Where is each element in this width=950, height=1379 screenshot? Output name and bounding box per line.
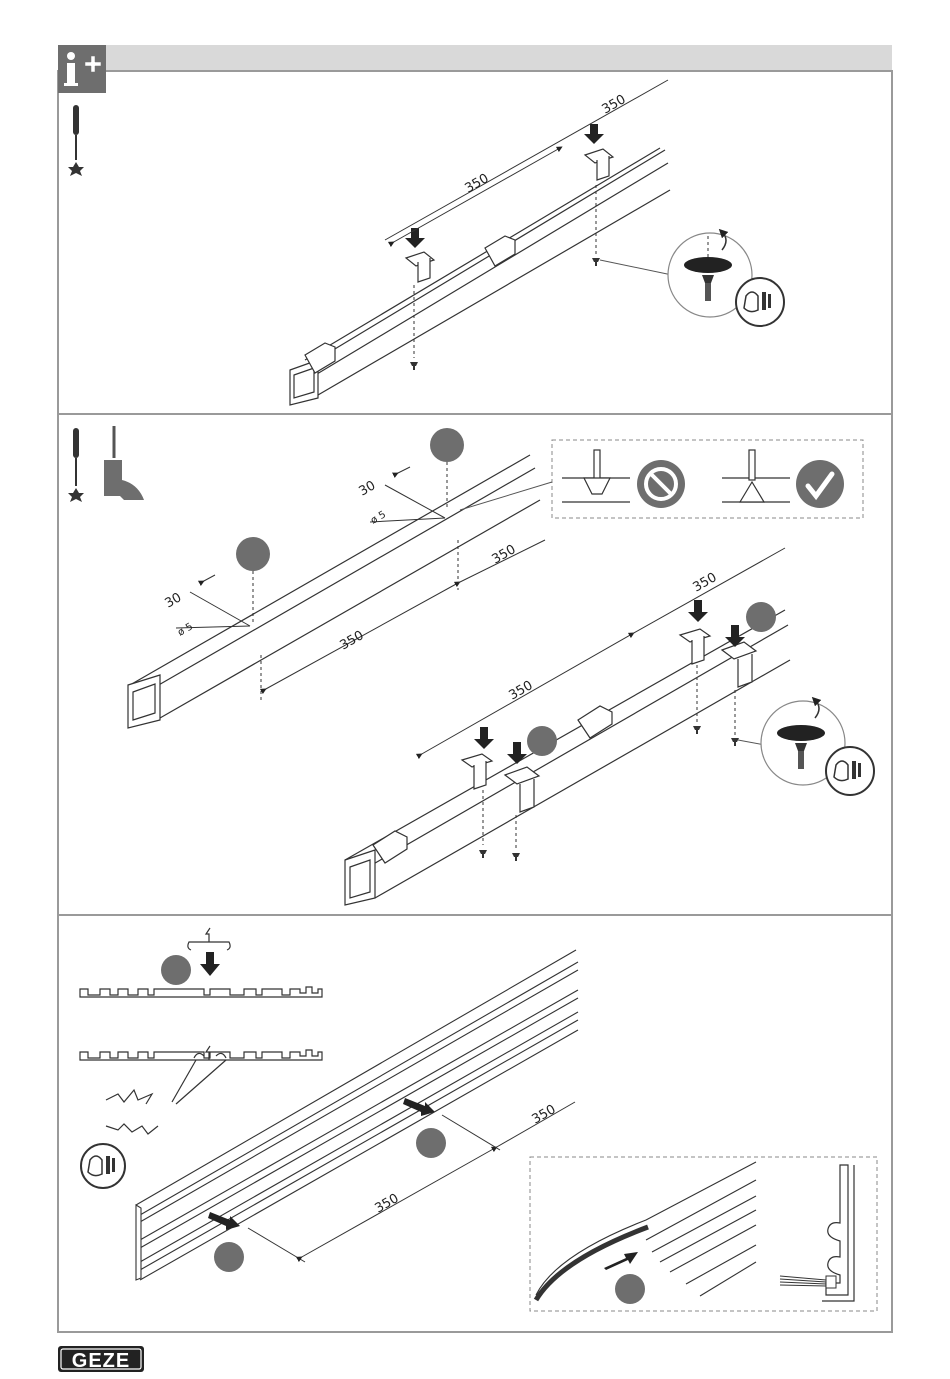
dim-label: 350 xyxy=(373,1191,402,1216)
dim-label: 350 xyxy=(490,542,519,567)
dim-label: ø 5 xyxy=(369,509,388,526)
dim-label: 350 xyxy=(463,171,492,196)
checkmark-icon xyxy=(796,460,844,508)
dim-label: ø 5 xyxy=(176,621,195,638)
outer-frame xyxy=(58,71,892,1332)
dimension-lines-2 xyxy=(176,467,545,690)
brand-logo: GEZE xyxy=(58,1346,144,1372)
dimension-lines-4 xyxy=(248,1102,575,1262)
dim-label: 350 xyxy=(691,570,720,595)
screw-icon xyxy=(410,258,600,370)
track-profile-3 xyxy=(345,610,790,905)
push-arrow-icon xyxy=(474,600,745,764)
dim-label: 350 xyxy=(507,678,536,703)
svg-text:GEZE: GEZE xyxy=(72,1350,130,1372)
step-marker xyxy=(430,428,464,462)
track-profile-2 xyxy=(128,455,540,728)
info-plus-icon xyxy=(58,45,106,93)
step-marker xyxy=(236,537,270,571)
snap-click-icon xyxy=(106,1060,226,1134)
drill-icon xyxy=(104,426,144,500)
header-bar xyxy=(106,45,892,71)
drill-guides xyxy=(253,462,458,700)
force-hand-icon xyxy=(81,1144,125,1188)
dim-label: 30 xyxy=(163,590,185,611)
dim-label: 350 xyxy=(600,92,629,117)
step-marker xyxy=(615,1274,645,1304)
step-marker xyxy=(214,1242,244,1272)
force-hand-icon xyxy=(826,747,874,795)
force-hand-icon xyxy=(736,278,784,326)
down-arrow-icon xyxy=(200,952,220,976)
step-marker xyxy=(527,726,557,756)
prohibited-icon xyxy=(637,460,685,508)
screw-guides xyxy=(414,185,596,358)
profile-cross-section xyxy=(80,987,322,1060)
step-marker xyxy=(161,955,191,985)
screwdriver-icon xyxy=(68,105,84,176)
dim-label: 350 xyxy=(338,628,367,653)
dim-label: 30 xyxy=(357,478,379,499)
screwdriver-icon xyxy=(68,428,84,502)
dim-label: 350 xyxy=(530,1102,559,1127)
track-profile-4 xyxy=(136,950,578,1280)
step-marker xyxy=(416,1128,446,1158)
step-marker xyxy=(746,602,776,632)
insert-profile-icon xyxy=(188,928,230,1060)
brush-seal-detail-box xyxy=(530,1157,877,1311)
push-arrow-icon xyxy=(405,124,604,248)
